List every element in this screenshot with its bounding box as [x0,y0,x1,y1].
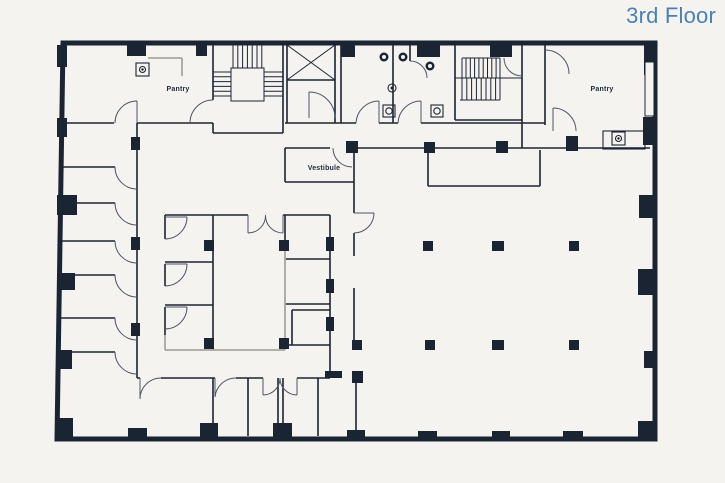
pantry-right-counter [602,130,646,150]
pantry-left-label: Pantry [167,86,190,93]
pantry-right-label: Pantry [591,86,614,93]
stair-treads-icon [213,45,522,102]
fixtures [135,52,646,150]
wall-pilasters [57,45,655,439]
appliance-icon [135,62,150,77]
gray-walls [148,57,286,351]
toilet-icon [379,52,435,93]
page-title: 3rd Floor [626,3,716,28]
room-labels: Pantry Pantry Vestibule [167,86,614,172]
sink-icon [382,104,444,118]
shaft-x-icon [286,44,336,81]
interior-walls [59,45,650,436]
columns [131,136,579,383]
door-arcs [114,49,577,400]
vestibule-label: Vestibule [308,165,341,172]
